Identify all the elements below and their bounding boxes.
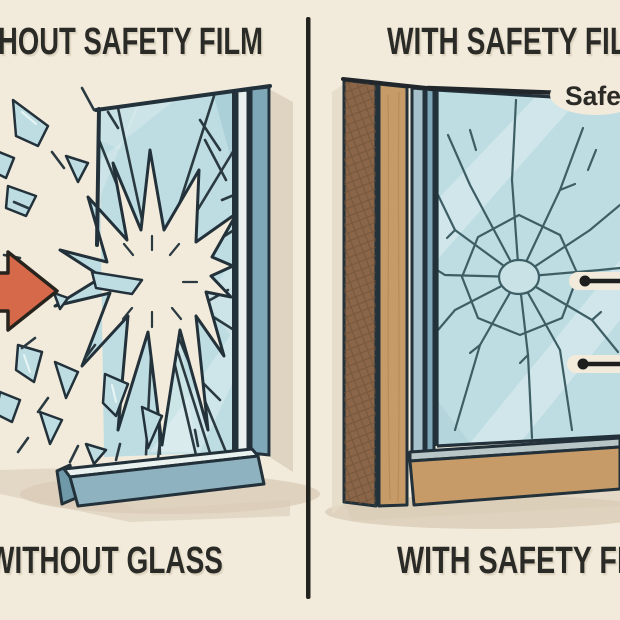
right-panel-title: WITH SAFETY FIL [387,21,620,63]
shard-highlights [21,111,117,403]
frame-inner-pale-strip [410,86,426,455]
frame-wood-tan [377,82,409,508]
film-label-halo [550,75,620,115]
frame-wood-dark-hatch [344,80,376,506]
glass-streaks [437,92,620,446]
left-panel [0,84,320,522]
right-panel-caption: WITH SAFETY FI [397,540,620,582]
divider-line [306,17,311,599]
left-panel-title: HOUT SAFETY FILM [0,21,263,63]
impact-arrow [0,250,59,332]
leader-line-bottom [577,358,620,370]
right-wall-shadow [332,84,344,514]
right-panel: Safe [325,75,620,529]
shattered-window [53,84,272,457]
leader-line-top [579,275,620,287]
crack-web [437,98,620,440]
flying-glass-shards [0,98,164,466]
burst-outline [53,148,239,447]
left-window-frame [235,85,271,457]
left-wall-shadow [271,90,293,472]
frame-top-outline [341,77,438,91]
frame-inner-blue-strip [424,87,436,454]
right-window-sill [408,436,620,507]
broken-glass-pane [55,92,237,457]
right-window-frame [342,78,436,508]
left-window-sill [55,447,266,508]
film-edge-leader-line [425,85,565,96]
wood-grain-lines [387,91,400,503]
left-panel-caption: WITHOUT GLASS [0,540,223,582]
film-label: Safe [565,81,620,111]
